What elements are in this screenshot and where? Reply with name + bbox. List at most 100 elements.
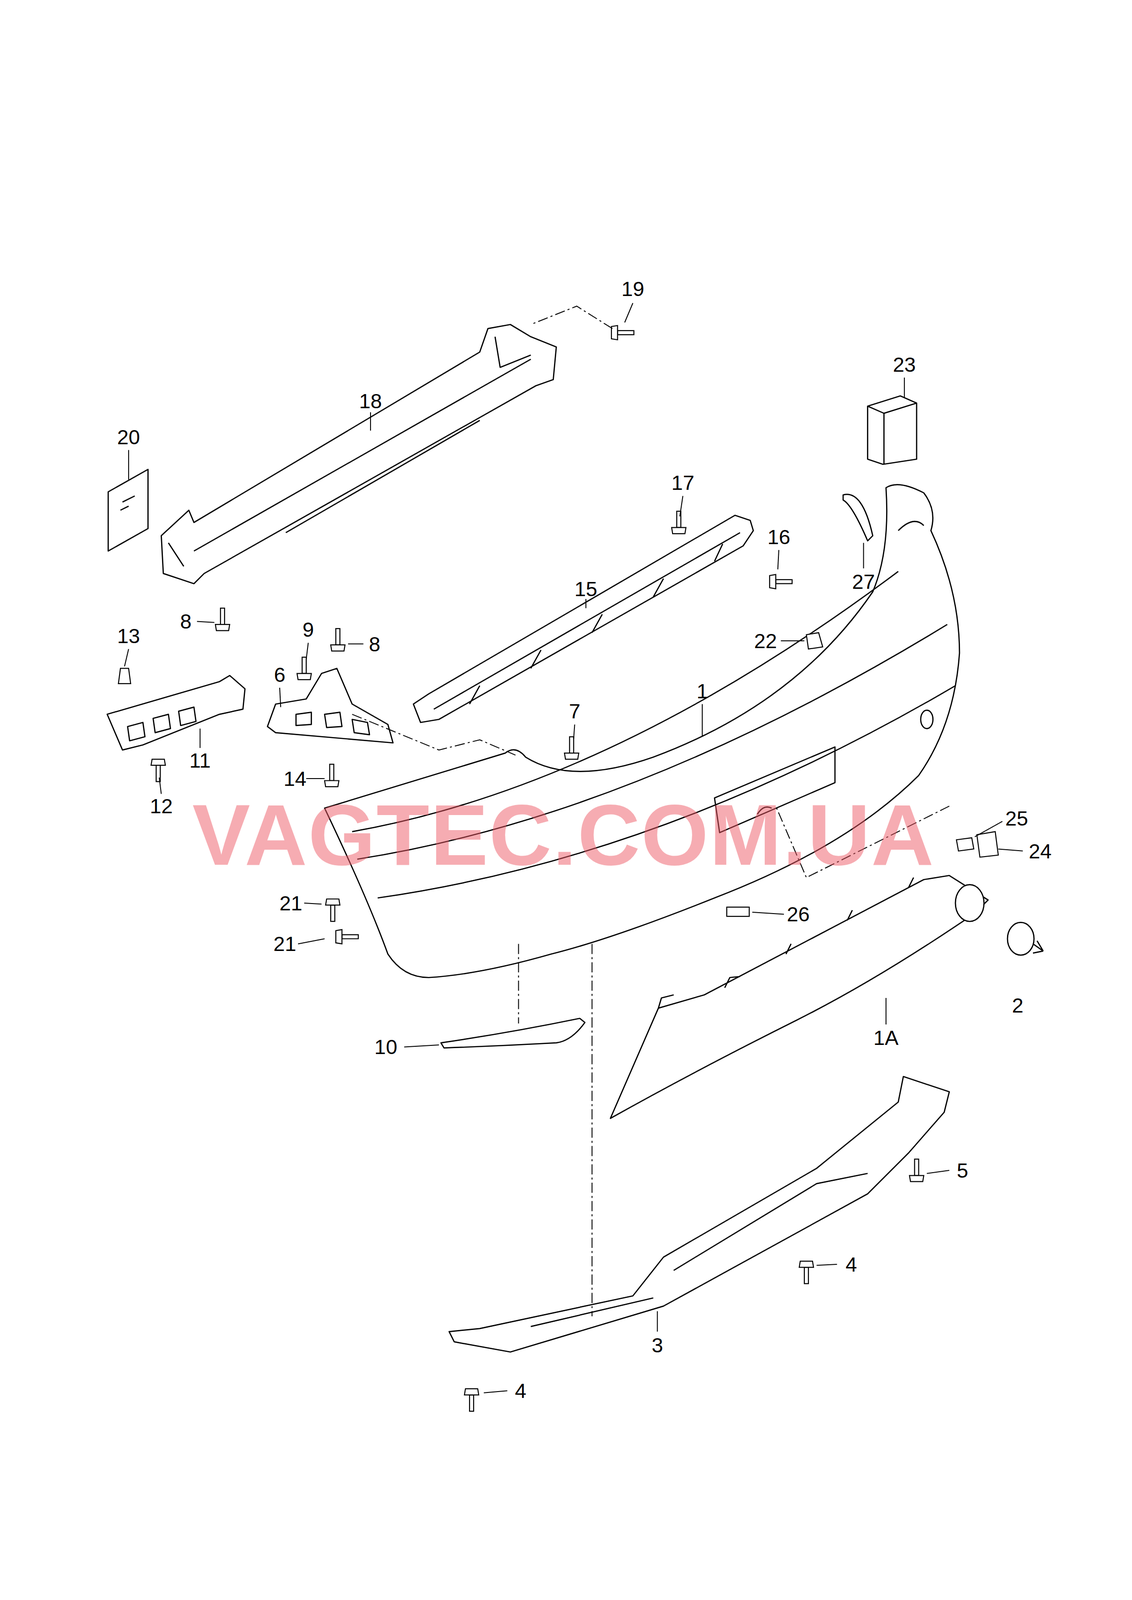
screw-head [325, 899, 340, 906]
reflector-hole [920, 710, 934, 729]
arrow-mark [1032, 941, 1044, 954]
guide-detail [433, 532, 741, 710]
leader-line [306, 778, 325, 780]
screw-head [464, 1389, 479, 1396]
screw-head [335, 929, 342, 945]
screw [324, 764, 339, 788]
callout-number: 6 [273, 664, 286, 685]
leader-line [197, 621, 215, 623]
leader-line [926, 1170, 950, 1174]
leader-line [348, 643, 364, 645]
foil-plate [108, 469, 148, 552]
callout-number: 18 [359, 391, 382, 412]
leader-line [657, 1311, 658, 1333]
leader-line [752, 912, 784, 915]
screw-shank [335, 628, 340, 646]
leader-line [297, 938, 325, 945]
screw-head [564, 753, 579, 760]
screw-head [799, 1261, 814, 1268]
bumper-cover [324, 485, 960, 979]
foam-block [867, 396, 917, 465]
leader-line [279, 688, 281, 708]
screw [297, 657, 312, 680]
screw-shank [617, 330, 634, 335]
leader-line [885, 998, 887, 1025]
leader-line [159, 777, 162, 795]
leader-line [370, 412, 371, 431]
callout-number: 4 [514, 1381, 527, 1402]
callout-number: 13 [117, 625, 141, 647]
screw-shank [804, 1267, 809, 1285]
screw-shank [330, 905, 335, 922]
screw-shank [329, 764, 334, 782]
leader-line [679, 495, 684, 517]
callout-number: 25 [1005, 808, 1028, 830]
screw-shank [341, 934, 359, 939]
tow-cap [1007, 922, 1034, 956]
screw-head [330, 645, 345, 652]
leader-line [998, 849, 1023, 851]
leader-line [780, 640, 804, 642]
screw [330, 628, 345, 652]
leader-line [199, 728, 201, 749]
leader-line [816, 1264, 838, 1266]
callout-number: 1A [873, 1027, 899, 1049]
screw-shank [914, 1159, 919, 1176]
leader-line [124, 649, 129, 667]
screw-shank [775, 579, 793, 585]
callout-number: 27 [852, 571, 876, 593]
leader-line [585, 599, 587, 609]
screw-shank [569, 736, 574, 754]
bracket-centre [267, 668, 393, 743]
screw-shank [302, 657, 307, 674]
diffuser-panel [610, 876, 989, 1119]
leader-dashed [352, 714, 516, 756]
callout-number: 21 [273, 933, 297, 955]
screw [671, 511, 686, 534]
callout-number: 22 [754, 630, 778, 652]
watermark-text: VAGTEC.COM.UA [192, 791, 935, 879]
leader-line [903, 377, 905, 399]
screw [325, 899, 340, 922]
screw [909, 1159, 924, 1182]
leader-line [306, 642, 308, 660]
leader-dashed [591, 944, 593, 1317]
guide-profile [413, 515, 754, 723]
screw [335, 929, 359, 945]
leader-line [573, 724, 575, 739]
screw-head [909, 1175, 924, 1182]
screw-shank [220, 608, 225, 625]
callout-number: 3 [651, 1335, 663, 1356]
spoiler [448, 1076, 950, 1353]
callout-number: 21 [279, 892, 303, 914]
callout-number: 8 [180, 611, 192, 632]
callout-number: 26 [786, 904, 810, 925]
callout-number: 14 [283, 768, 307, 789]
leader-line [624, 303, 633, 324]
beam-detail [168, 336, 531, 567]
leader-dashed [530, 306, 613, 329]
callout-number: 4 [845, 1254, 857, 1275]
callout-number: 9 [302, 619, 314, 641]
callout-number: 15 [574, 578, 598, 600]
screw [769, 574, 793, 590]
leader-line [404, 1045, 439, 1048]
clip-holder [976, 831, 999, 858]
trim-strip [440, 1018, 585, 1049]
screw-head [297, 673, 312, 680]
screw-head [671, 527, 686, 534]
callout-number: 17 [671, 472, 695, 494]
callout-number: 11 [189, 750, 211, 771]
callout-number: 2 [1012, 995, 1024, 1016]
screw [464, 1389, 479, 1412]
screw [564, 736, 579, 760]
foil-detail [120, 495, 135, 511]
screw [799, 1261, 814, 1284]
leader-line [304, 903, 322, 905]
tow-hole [955, 885, 985, 923]
clip [726, 907, 750, 917]
clip-nut [806, 632, 823, 650]
callout-number: 20 [117, 426, 141, 448]
callout-number: 23 [892, 354, 916, 375]
